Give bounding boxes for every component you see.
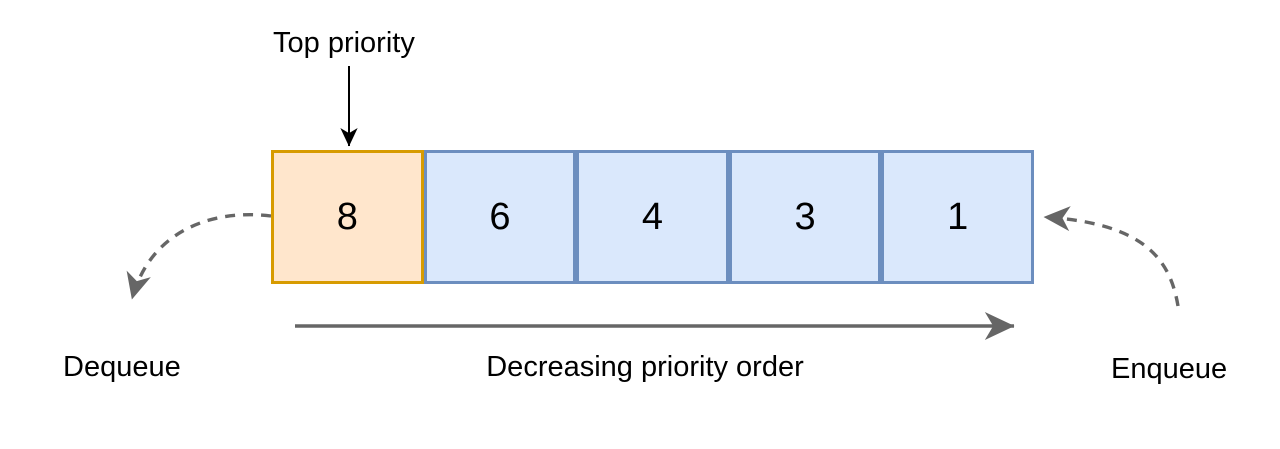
dequeue-label: Dequeue xyxy=(63,351,181,383)
queue-cell-value: 6 xyxy=(489,195,511,238)
queue-cell-top-priority: 8 xyxy=(271,150,424,284)
top-priority-label: Top priority xyxy=(273,27,415,59)
dequeue-arrow xyxy=(126,212,272,300)
queue-cell-value: 1 xyxy=(947,195,969,238)
queue-cell-value: 3 xyxy=(794,195,816,238)
queue-cell: 4 xyxy=(576,150,729,284)
queue-cell-value: 8 xyxy=(336,195,358,238)
enqueue-arrow xyxy=(1043,206,1180,307)
decreasing-order-label: Decreasing priority order xyxy=(486,351,804,383)
priority-queue: 8 6 4 3 1 xyxy=(271,150,1034,284)
queue-cell: 3 xyxy=(728,150,882,284)
enqueue-label: Enqueue xyxy=(1111,353,1228,385)
queue-cell-value: 4 xyxy=(641,195,664,238)
queue-cell: 1 xyxy=(881,150,1034,284)
queue-cell: 6 xyxy=(423,150,577,284)
